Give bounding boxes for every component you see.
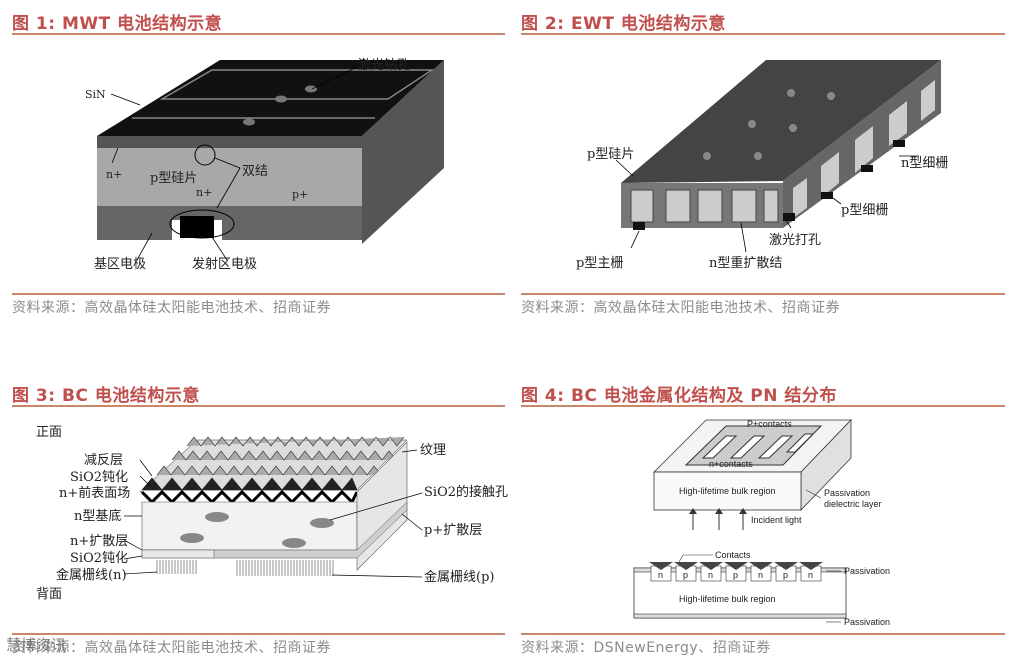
label-front-field: n+前表面场 [59,485,130,501]
label-ewt-p-busbar: p型主栅 [576,256,623,271]
label-passivation-right: Passivation [844,566,890,576]
figure-3-top-rule [12,405,505,407]
label-sio2-top: SiO2钝化 [70,470,128,485]
label-p-contacts: P+contacts [747,419,792,429]
label-n-plus-center: n+ [196,186,212,199]
label-sio2-bottom: SiO2钝化 [70,551,128,566]
label-p-diffusion: p+扩散层 [424,523,482,538]
label-laser-hole: 激光钻孔 [358,58,410,73]
cell-p-3: p [783,570,788,580]
label-bulk-top: High-lifetime bulk region [679,486,776,496]
label-p-wafer: p型硅片 [150,171,197,186]
mwt-diagram: SiN 激光钻孔 n+ p型硅片 双结 n+ p+ 基区电极 发射区电极 [85,58,444,272]
label-incident-light: Incident light [751,515,802,525]
label-metal-n: 金属栅线(n) [56,567,127,583]
cell-p-2: p [733,570,738,580]
bc4-bulk-box [653,471,802,511]
bc-metal-p-fingers [236,560,334,576]
label-contacts: Contacts [715,550,751,560]
label-n-diffusion: n+扩散层 [70,534,128,549]
label-metal-p: 金属栅线(p) [424,569,494,585]
label-front: 正面 [36,425,62,440]
figure-4-title: 图 4: BC 电池金属化结构及 PN 结分布 [521,386,837,406]
figure-2-title: 图 2: EWT 电池结构示意 [521,14,726,34]
figure-4-top-rule [521,405,1005,407]
figure-1-title: 图 1: MWT 电池结构示意 [12,14,223,34]
figure-1-top-rule [12,33,505,35]
figure-2-source: 资料来源：高效晶体硅太阳能电池技术、招商证券 [521,300,840,316]
bc4-cell-row: n p n p n p n [649,562,823,582]
label-passivation-bottom: Passivation [844,617,890,627]
figure-4-bottom-rule [521,633,1005,635]
figure-3-title: 图 3: BC 电池结构示意 [12,386,200,406]
label-passivation-dielectric-1: Passivation [824,488,870,498]
watermark: 慧博资讯 [6,636,67,654]
label-back: 背面 [36,587,62,602]
label-sin: SiN [85,88,106,101]
label-n-base: n型基底 [74,508,121,524]
figure-1-source: 资料来源：高效晶体硅太阳能电池技术、招商证券 [12,300,331,316]
label-ewt-n-diffusion: n型重扩散结 [709,255,782,271]
label-base-electrode: 基区电极 [94,257,146,272]
cell-n-2: n [708,570,713,580]
figure-1-bottom-rule [12,293,505,295]
cell-p-1: p [683,570,688,580]
label-texture: 纹理 [420,443,446,458]
label-n-plus-left: n+ [106,168,122,181]
figure-2-bottom-rule [521,293,1005,295]
label-emitter-electrode: 发射区电极 [192,256,257,272]
mwt-laser-hole [305,85,317,93]
label-double-junction: 双结 [242,164,268,179]
label-ewt-laser-hole: 激光打孔 [769,233,821,248]
label-ewt-p-wafer: p型硅片 [587,147,634,162]
label-n-contacts: n+contacts [709,459,753,469]
label-contact-hole: SiO2的接触孔 [424,484,508,500]
bc-metallization-diagram: P+contacts n+contacts High-lifetime bulk… [633,419,890,627]
figure-3-source: 资料来源：高效晶体硅太阳能电池技术、招商证券 [12,640,331,656]
mwt-grid-lines [159,69,435,100]
cell-n-4: n [808,570,813,580]
figure-2-top-rule [521,33,1005,35]
label-passivation-dielectric-2: dielectric layer [824,499,882,509]
label-bulk-bottom: High-lifetime bulk region [679,594,776,604]
cell-n-1: n [658,570,663,580]
mwt-sin-layer [97,136,362,148]
ewt-p-busbar [633,222,645,230]
ewt-top-face [621,60,941,183]
mwt-emitter-electrode [180,216,214,238]
figure-3-bottom-rule [12,633,505,635]
mwt-junction-circle [194,144,216,166]
label-arc: 减反层 [84,453,123,468]
bc-diagram: 正面 减反层 SiO2钝化 n+前表面场 n型基底 n+扩散层 SiO2钝化 金… [36,425,508,602]
label-ewt-n-grid: n型细栅 [901,156,948,171]
figure-4-source: 资料来源：DSNewEnergy、招商证券 [521,640,771,656]
bc-metal-n-fingers [156,560,197,574]
cell-n-3: n [758,570,763,580]
ewt-diagram: p型硅片 n型细栅 p型细栅 激光打孔 p型主栅 n型重扩散结 [576,60,948,271]
bc-contact-hole [205,512,229,522]
label-ewt-p-grid: p型细栅 [841,203,888,218]
label-p-plus: p+ [292,188,308,201]
mwt-side-face [362,60,444,244]
